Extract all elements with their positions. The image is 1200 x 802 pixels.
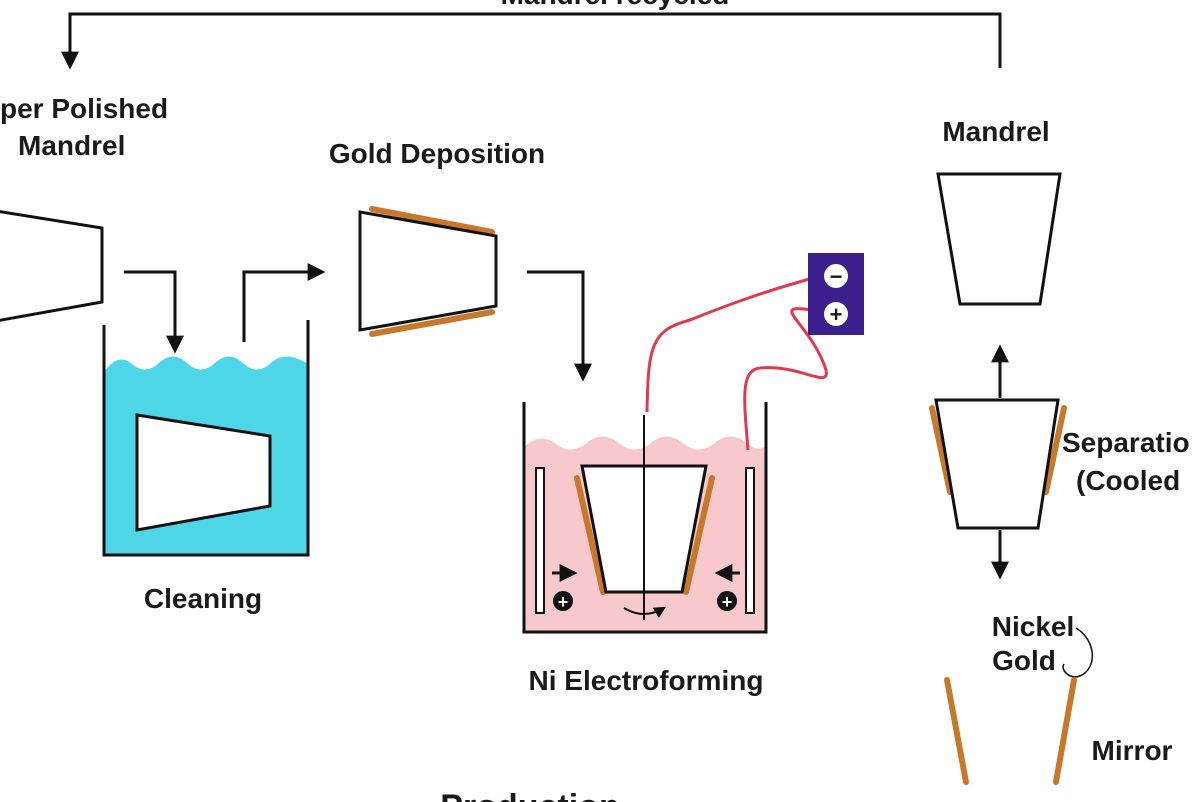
cleaning-tank: Cleaning xyxy=(102,320,310,614)
polished-mandrel-shape xyxy=(0,210,104,322)
mirror-left-icon xyxy=(944,677,969,785)
anode-left xyxy=(535,467,545,614)
ion-left-plus: + xyxy=(558,592,569,612)
recycled-mandrel-stage: Mandrel xyxy=(936,116,1062,306)
separation-label-line2: (Cooled xyxy=(1076,465,1180,496)
super-polished-label-line2: Mandrel xyxy=(18,130,125,161)
ion-right-icon xyxy=(717,591,737,611)
cleaning-label: Cleaning xyxy=(144,583,262,614)
mirror-stage: Nickel Gold Mirror xyxy=(944,611,1173,785)
nickel-label: Nickel xyxy=(992,611,1075,642)
recycled-mandrel-shape xyxy=(936,172,1062,306)
ion-left-icon xyxy=(553,591,573,611)
arrow-to-electroforming xyxy=(527,270,592,382)
production-caption: Production xyxy=(440,788,619,802)
ion-right-plus: + xyxy=(722,592,733,612)
mirror-label: Mirror xyxy=(1092,735,1173,766)
layer-callout xyxy=(1062,627,1094,678)
recycle-title: Mandrel recycled xyxy=(501,0,730,10)
cleaning-mandrel-shape xyxy=(135,413,272,532)
super-polished-mandrel: per Polished Mandrel xyxy=(0,93,168,322)
separation-label-line1: Separatio xyxy=(1062,427,1190,458)
gold-deposition-stage: Gold Deposition xyxy=(329,138,545,337)
minus-terminal-label: − xyxy=(830,264,843,289)
gold-coated-mandrel-shape xyxy=(358,210,498,332)
rotation-icon xyxy=(623,606,667,619)
gold-deposition-label: Gold Deposition xyxy=(329,138,545,169)
anode-right xyxy=(745,467,755,614)
super-polished-label-line1: per Polished xyxy=(0,93,168,124)
electroforming-bath: + + Ni Electroforming xyxy=(522,402,768,696)
wire-positive xyxy=(743,307,828,451)
plus-terminal-label: + xyxy=(830,302,843,327)
power-supply: − + xyxy=(645,253,864,451)
separation-stage: Separatio (Cooled xyxy=(929,344,1190,580)
mirror-right-icon xyxy=(1053,677,1077,785)
recycle-loop: Mandrel recycled xyxy=(61,0,1002,70)
arrow-to-cleaning xyxy=(124,270,184,354)
minus-terminal-icon xyxy=(824,264,848,288)
mandrel-label: Mandrel xyxy=(942,116,1049,147)
arrow-to-gold-deposition xyxy=(242,263,326,342)
separation-mandrel-shape xyxy=(934,398,1060,530)
electroforming-label: Ni Electroforming xyxy=(529,665,764,696)
wire-negative xyxy=(645,274,821,413)
gold-label: Gold xyxy=(992,645,1056,676)
plus-terminal-icon xyxy=(824,302,848,326)
